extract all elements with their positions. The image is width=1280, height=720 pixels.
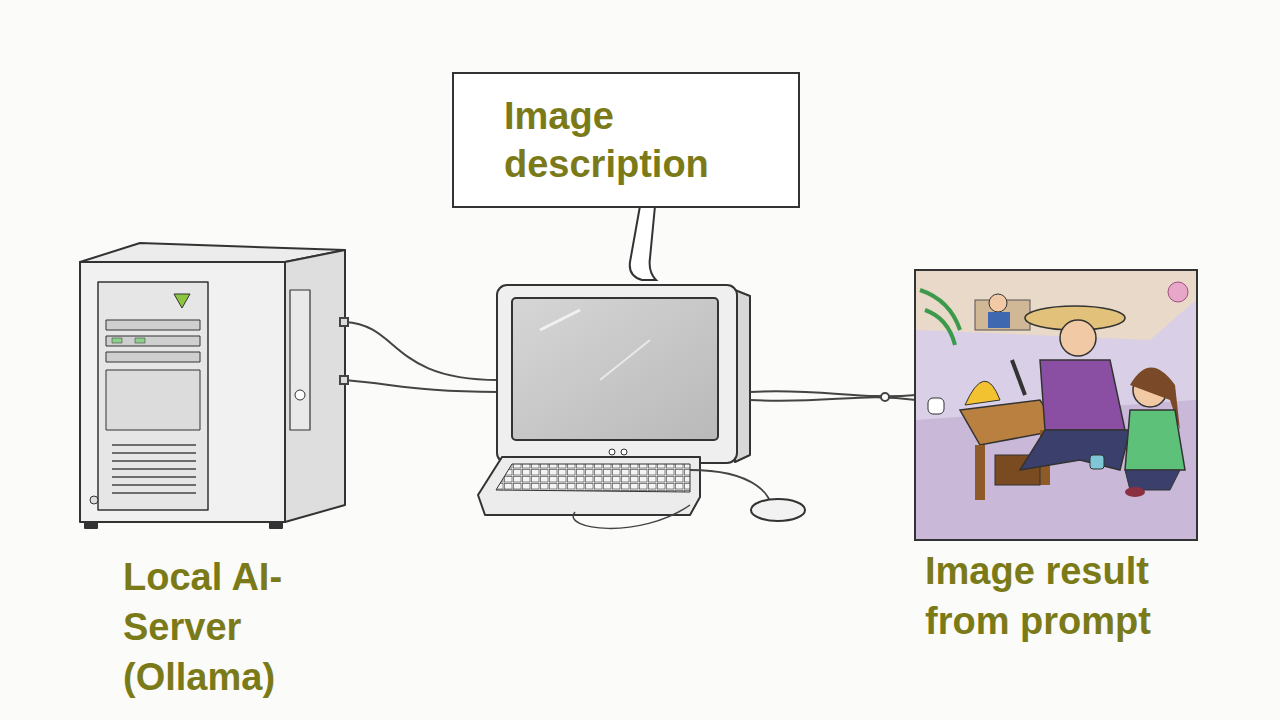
server-grille	[112, 445, 196, 493]
keyboard	[478, 457, 700, 515]
monitor	[497, 285, 750, 475]
caption-label: Local AI-Server (Ollama)	[123, 552, 353, 702]
result-image	[915, 270, 1197, 540]
speech-box: Image description	[452, 72, 800, 208]
cable	[750, 391, 916, 401]
mouse	[751, 499, 805, 521]
caption-label: Image result from prompt	[925, 546, 1225, 646]
server-tower	[80, 243, 345, 528]
mouse-cable	[690, 470, 770, 502]
keyboard-cable	[573, 505, 690, 528]
bubble-tail	[630, 206, 656, 280]
box-text: Image description	[504, 92, 774, 188]
cable	[340, 318, 498, 392]
